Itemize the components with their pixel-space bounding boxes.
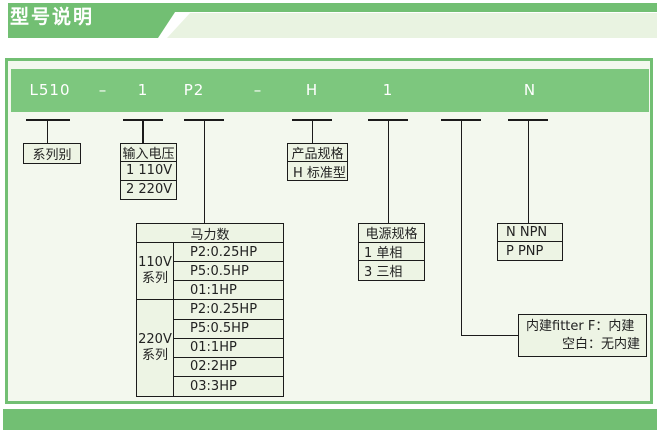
model-segment-dash1: – [98,81,108,99]
series-label: 系列别 [32,148,72,163]
section-title-block [8,3,181,38]
series-box: 系列别 [23,143,81,164]
horsepower-option: 03:3HP [190,378,237,394]
group-label-line: 110V [138,255,172,271]
group-label-line: 220V [138,332,172,348]
product-spec-option: H 标准型 [293,165,346,181]
horsepower-group-220v: 220V 系列 [137,300,174,396]
group-label-line: 系列 [141,348,168,364]
horsepower-header: 马力数 [137,224,283,243]
connector-line-logic [527,119,529,223]
input-voltage-option: 2 220V [126,182,173,198]
horsepower-option: P2:0.25HP [174,243,283,263]
horsepower-option: P5:0.5HP [174,320,283,339]
connector-line-horsepower [203,119,205,223]
input-voltage-option: 1 110V [121,162,176,181]
page-title: 型号说明 [10,6,95,28]
horsepower-option: P5:0.5HP [174,262,283,282]
group-label-line: 系列 [141,271,168,287]
model-segment-voltage: 1 [137,81,149,99]
power-spec-option: 1 单相 [359,243,424,262]
horsepower-table: 马力数 110V 系列 220V 系列 P2:0.25HP P5:0.5HP 0… [136,223,284,397]
filter-note-box: 内建fitter F：内建 空白：无内建 [518,314,647,357]
connector-line-voltage [142,119,144,143]
horsepower-group-110v: 110V 系列 [137,243,174,301]
connector-line-spec [311,119,313,143]
connector-line-filter-horizontal [460,334,519,336]
product-spec-table: 产品规格 H 标准型 [287,143,348,181]
filter-note-line: 内建fitter F：内建 [526,319,635,334]
horsepower-option: P2:0.25HP [174,300,283,320]
output-logic-option: N NPN [498,224,562,242]
horsepower-option: 01:1HP [174,281,283,301]
bottom-green-bar [3,409,657,430]
power-spec-option: 3 三相 [364,265,403,280]
power-spec-table: 电源规格 1 单相 3 三相 [358,223,425,281]
power-spec-header: 电源规格 [359,224,424,243]
horsepower-option: 02:2HP [174,358,283,377]
model-segment-phase: 1 [382,81,394,99]
model-segment-series: L510 [29,81,71,99]
model-segment-logic: N [523,81,537,99]
model-segment-horsepower: P2 [183,81,205,99]
model-code-bar [11,69,649,112]
connector-tick-series [26,119,70,121]
header-pale-parallelogram [167,13,657,38]
connector-line-filter-vertical [460,119,462,336]
product-spec-header: 产品规格 [288,144,347,162]
horsepower-option: 01:1HP [174,339,283,358]
model-segment-spec: H [305,81,319,99]
output-logic-table: N NPN P PNP [497,223,563,261]
filter-note-line: 空白：无内建 [561,337,640,352]
input-voltage-header: 输入电压 [121,144,176,163]
output-logic-option: P PNP [506,243,544,259]
header-green-strip [8,3,657,12]
connector-line-series [46,119,48,143]
input-voltage-table: 输入电压 1 110V 2 220V [120,143,177,200]
connector-line-phase [387,119,389,223]
model-segment-dash2: – [253,81,263,99]
